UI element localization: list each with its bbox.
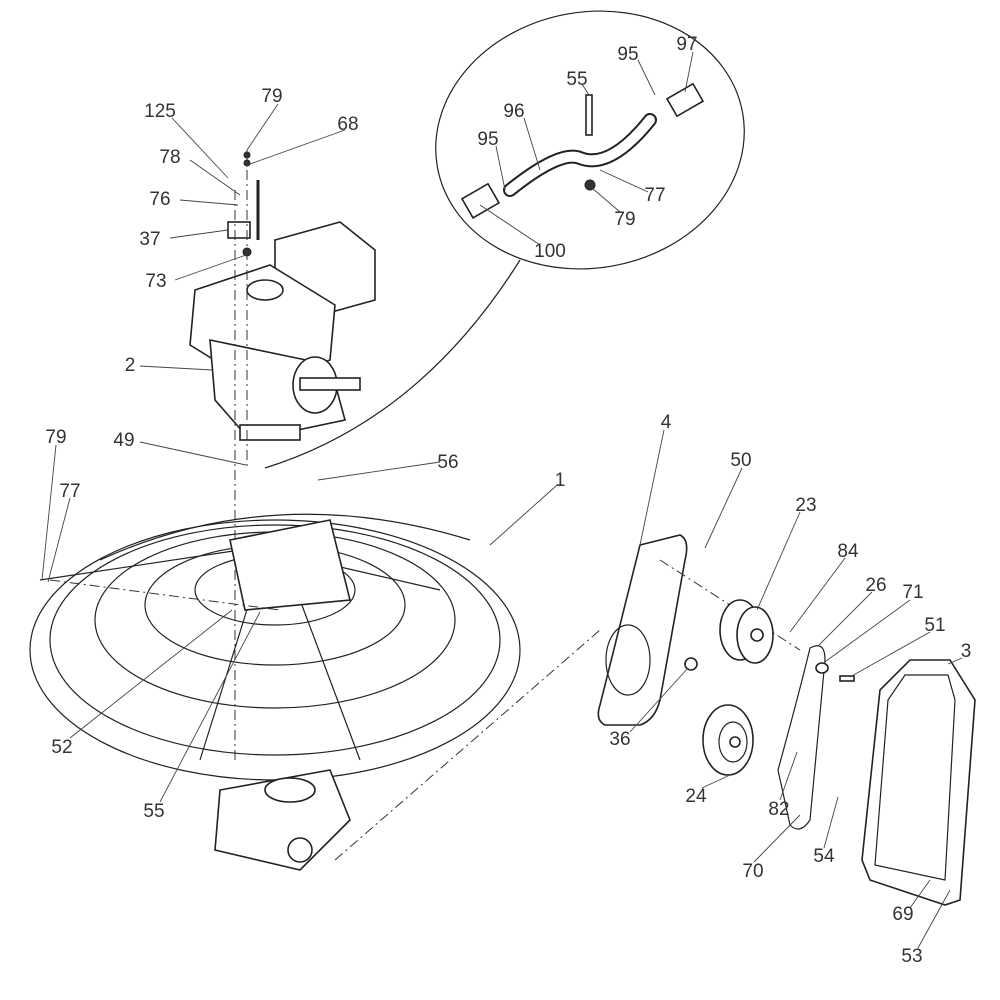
leader-line-82: [779, 751, 798, 801]
leader-line-95: [495, 145, 506, 191]
washer-71: [815, 662, 829, 674]
callout-51: 51: [924, 615, 945, 636]
gearbox: [214, 769, 351, 871]
leader-line-77: [599, 169, 649, 193]
callout-95: 95: [477, 129, 498, 150]
callout-55: 55: [566, 69, 587, 90]
bolt-55: [585, 94, 593, 136]
leader-line-52: [69, 609, 233, 739]
leader-line-53: [917, 889, 951, 949]
leader-line-26: [817, 591, 873, 647]
nut-79: [584, 179, 596, 191]
callout-95: 95: [617, 44, 638, 65]
callout-2: 2: [125, 355, 136, 376]
leader-line-97: [684, 51, 694, 93]
callout-125: 125: [144, 101, 176, 122]
callout-36: 36: [609, 729, 630, 750]
leader-line-51: [849, 631, 931, 678]
callout-54: 54: [813, 846, 835, 867]
leader-line-55: [581, 83, 590, 96]
leader-line-79: [591, 187, 621, 213]
leader-line-49: [139, 441, 247, 466]
callout-96: 96: [503, 101, 524, 122]
leader-line-23: [756, 511, 801, 611]
callout-26: 26: [865, 575, 886, 596]
leader-line-79: [246, 103, 279, 151]
engine-2: [189, 151, 376, 441]
leader-line-71: [821, 599, 911, 665]
callout-78: 78: [159, 147, 180, 168]
leader-line-96: [523, 117, 541, 171]
leader-line-70: [753, 814, 801, 863]
callout-77: 77: [59, 481, 80, 502]
leader-line-125: [171, 117, 229, 179]
callout-76: 76: [149, 189, 170, 210]
callout-55: 55: [143, 801, 164, 822]
belt-guard-3: [861, 659, 976, 906]
leader-line-56: [317, 461, 441, 481]
callout-68: 68: [337, 114, 358, 135]
callout-84: 84: [837, 541, 859, 562]
callout-49: 49: [113, 430, 134, 451]
callout-79: 79: [45, 427, 66, 448]
leader-line-77: [47, 497, 71, 583]
callout-53: 53: [901, 946, 922, 967]
callout-73: 73: [145, 271, 166, 292]
callout-100: 100: [534, 241, 566, 262]
leader-line-100: [479, 204, 541, 246]
leader-line-76: [179, 199, 239, 206]
pulley-24: [702, 704, 754, 776]
callout-24: 24: [685, 786, 707, 807]
trowel-ring-1: [29, 513, 521, 781]
leader-line-3: [947, 657, 963, 665]
callout-23: 23: [795, 495, 816, 516]
leader-line-78: [189, 159, 241, 196]
callout-4: 4: [661, 412, 672, 433]
leader-line-1: [489, 485, 557, 546]
leader-line-73: [174, 254, 247, 281]
leader-line-68: [249, 129, 346, 165]
spacer-36: [684, 657, 698, 671]
callout-82: 82: [768, 799, 789, 820]
leader-line-95: [637, 59, 656, 96]
callout-77: 77: [644, 185, 665, 206]
leader-line-50: [704, 467, 743, 549]
leader-line-54: [823, 796, 839, 849]
leader-line-24: [701, 774, 731, 789]
callout-50: 50: [730, 450, 751, 471]
leader-line-84: [789, 557, 846, 633]
callout-97: 97: [676, 34, 697, 55]
callout-52: 52: [51, 737, 72, 758]
leader-line-69: [909, 879, 931, 909]
fitting-100: [460, 182, 501, 219]
callout-79: 79: [614, 209, 635, 230]
bolt-51: [839, 675, 855, 682]
leader-line-36: [629, 667, 689, 733]
v-belt-26: [777, 645, 826, 830]
callout-37: 37: [139, 229, 160, 250]
callout-71: 71: [902, 582, 923, 603]
pulley-23: [719, 599, 774, 664]
callout-3: 3: [961, 641, 972, 662]
fitting-97: [665, 82, 705, 118]
callout-69: 69: [892, 904, 913, 925]
leader-line-2: [139, 365, 213, 371]
leader-line-4: [639, 429, 665, 546]
leader-line-55: [159, 611, 261, 803]
hose-detail-inset: [264, 10, 745, 469]
leader-line-79: [41, 444, 57, 581]
callout-1: 1: [555, 470, 566, 491]
drive-plate-4: [597, 534, 688, 726]
callout-79: 79: [261, 86, 282, 107]
callout-56: 56: [437, 452, 458, 473]
leader-line-37: [169, 229, 229, 239]
callout-70: 70: [742, 861, 763, 882]
